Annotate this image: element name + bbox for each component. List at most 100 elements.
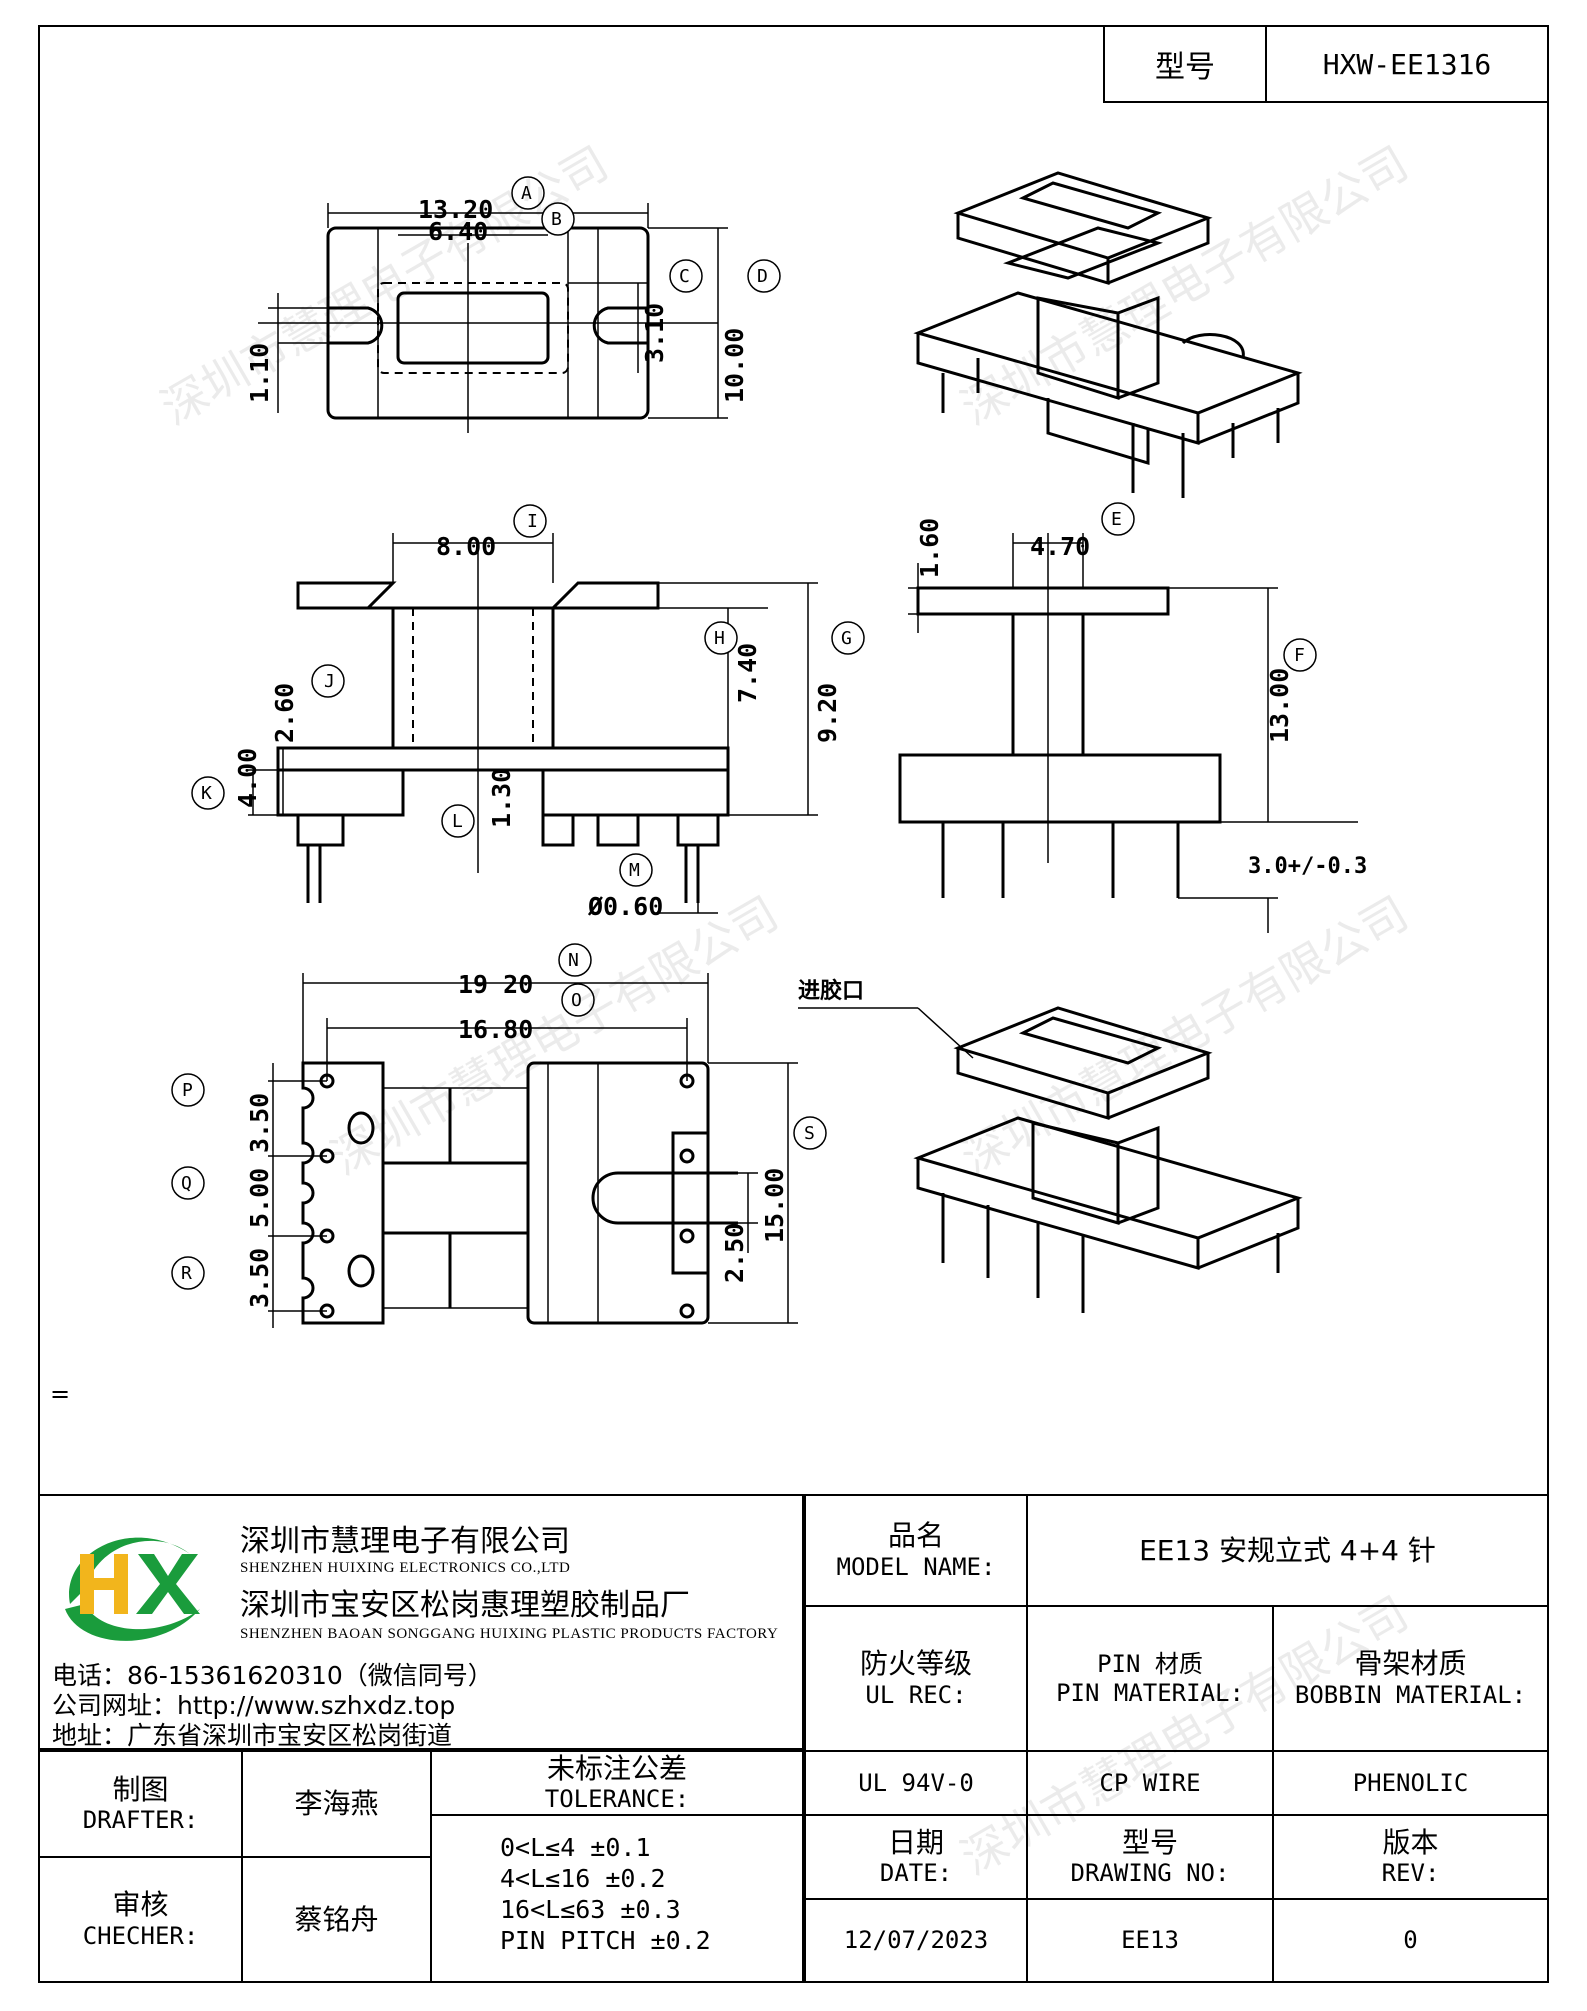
company-name-en: SHENZHEN HUIXING ELECTRONICS CO.,LTD — [240, 1560, 571, 1576]
dim-f-left: 1.60 — [915, 518, 944, 578]
drafter-name: 李海燕 — [241, 1750, 432, 1858]
dim-b: 6.40 — [428, 217, 488, 246]
dim-e-top: 1.10 — [245, 343, 274, 403]
tolerance-line: 16<L≤63 ±0.3 — [500, 1895, 681, 1924]
dim-s: 15.00 — [760, 1168, 789, 1243]
company-website[interactable]: 公司网址：http://www.szhxdz.top — [52, 1691, 456, 1720]
isometric-view-bottom: 进胶口 — [798, 978, 1303, 1313]
technical-drawing: .ol { stroke:#000; stroke-width:3; fill:… — [171, 171, 1367, 1328]
tolerance-line: 4<L≤16 ±0.2 — [500, 1864, 666, 1893]
dim-k: 4.00 — [233, 748, 262, 808]
company-phone: 电话：86-15361620310（微信同号） — [52, 1661, 493, 1690]
dim-l: 1.30 — [487, 768, 516, 828]
circle-label-b: B — [541, 202, 575, 236]
svg-text:I: I — [527, 511, 538, 532]
ul-rec-label: 防火等级 UL REC: — [804, 1605, 1028, 1752]
model-name-label: 品名 MODEL NAME: — [804, 1494, 1028, 1607]
dim-i: 8.00 — [436, 532, 496, 561]
factory-name-cn: 深圳市宝安区松岗惠理塑胶制品厂 — [240, 1588, 690, 1623]
dim-j: 2.60 — [270, 683, 299, 743]
circle-label-i: I — [513, 504, 547, 538]
dim-n: 19 20 — [458, 970, 533, 999]
svg-text:P: P — [182, 1080, 193, 1101]
model-name-value: EE13 安规立式 4+4 针 — [1026, 1494, 1549, 1607]
svg-text:H: H — [714, 628, 725, 649]
side-view: 1.60 4.70 13.00 3.0+/-0.3 E F — [898, 502, 1367, 933]
drafter-label: 制图 DRAFTER: — [38, 1750, 243, 1858]
isometric-view-top — [913, 171, 1303, 498]
dim-a: 13.20 — [418, 195, 493, 224]
bottom-view: 19 20 16.80 3.50 5.00 3.50 15.00 2.50 N … — [171, 943, 827, 1328]
tolerance-line: PIN PITCH ±0.2 — [500, 1926, 711, 1955]
svg-text:L: L — [452, 811, 463, 832]
drawing-no-label: 型号 DRAWING NO: — [1026, 1814, 1274, 1900]
checker-label: 审核 CHECHER: — [38, 1856, 243, 1983]
circle-label-o: O — [561, 983, 595, 1017]
dim-e: 4.70 — [1030, 532, 1090, 561]
tolerance-table: 0<L≤4 ±0.1 4<L≤16 ±0.2 16<L≤63 ±0.3 PIN … — [430, 1814, 804, 1983]
bobbin-material-value: PHENOLIC — [1272, 1750, 1549, 1816]
dim-o: 16.80 — [458, 1015, 533, 1044]
drawing-no-value: EE13 — [1026, 1898, 1274, 1983]
ul-rec-value: UL 94V-0 — [804, 1750, 1028, 1816]
date-value: 12/07/2023 — [804, 1898, 1028, 1983]
svg-text:D: D — [757, 266, 768, 287]
bobbin-material-label: 骨架材质 BOBBIN MATERIAL: — [1272, 1605, 1549, 1752]
svg-text:Q: Q — [181, 1173, 192, 1194]
dim-m: Ø0.60 — [587, 892, 663, 921]
dim-g: 9.20 — [813, 683, 842, 743]
svg-text:O: O — [571, 990, 582, 1011]
circle-label-n: N — [558, 943, 592, 977]
svg-text:N: N — [568, 950, 579, 971]
tolerance-line: 0<L≤4 ±0.1 — [500, 1833, 651, 1862]
svg-text:M: M — [629, 860, 640, 881]
svg-text:B: B — [551, 209, 562, 230]
rev-value: 0 — [1272, 1898, 1549, 1983]
svg-text:E: E — [1111, 509, 1122, 530]
circle-label-m: M — [619, 853, 653, 887]
pin-material-label: PIN 材质 PIN MATERIAL: — [1026, 1605, 1274, 1752]
model-label: 型号 — [1105, 27, 1267, 101]
dim-d: 10.00 — [720, 328, 749, 403]
circle-label-k: K — [191, 776, 225, 810]
company-address: 地址：广东省深圳市宝安区松岗街道 — [52, 1721, 453, 1750]
pin-material-value: CP WIRE — [1026, 1750, 1274, 1816]
dim-f: 13.00 — [1265, 668, 1294, 743]
circle-label-l: L — [441, 804, 475, 838]
dim-c: 3.10 — [640, 303, 669, 363]
circle-label-r: R — [171, 1256, 205, 1290]
svg-text:A: A — [521, 183, 532, 204]
hx-logo — [65, 1537, 200, 1641]
dim-p: 3.50 — [245, 1093, 274, 1153]
svg-text:S: S — [804, 1123, 815, 1144]
model-value: HXW-EE1316 — [1322, 47, 1492, 81]
stray-mark: = — [50, 1380, 71, 1408]
svg-text:G: G — [841, 628, 852, 649]
factory-name-en: SHENZHEN BAOAN SONGGANG HUIXING PLASTIC … — [240, 1626, 779, 1642]
svg-text:C: C — [679, 266, 690, 287]
tolerance-label: 未标注公差 TOLERANCE: — [430, 1750, 804, 1816]
company-name-cn: 深圳市慧理电子有限公司 — [240, 1524, 570, 1559]
checker-name: 蔡铭舟 — [241, 1856, 432, 1983]
circle-label-e: E — [1101, 502, 1135, 536]
dim-pin-length: 3.0+/-0.3 — [1248, 854, 1367, 879]
dim-r: 3.50 — [245, 1248, 274, 1308]
model-number-box: 型号 HXW-EE1316 — [1103, 25, 1549, 103]
rev-label: 版本 REV: — [1272, 1814, 1549, 1900]
circle-label-h: H — [704, 621, 738, 655]
svg-text:F: F — [1294, 645, 1305, 666]
svg-text:J: J — [324, 671, 335, 692]
circle-label-d: D — [747, 259, 781, 293]
svg-text:K: K — [201, 783, 212, 804]
circle-label-c: C — [669, 259, 703, 293]
circle-label-a: A — [511, 176, 545, 210]
dim-t: 2.50 — [720, 1223, 749, 1283]
company-block: 深圳市慧理电子有限公司 SHENZHEN HUIXING ELECTRONICS… — [38, 1494, 804, 1750]
circle-label-g: G — [831, 621, 865, 655]
circle-label-j: J — [311, 664, 345, 698]
svg-text:R: R — [181, 1263, 192, 1284]
gate-label: 进胶口 — [798, 978, 864, 1004]
dim-h: 7.40 — [733, 643, 762, 703]
circle-label-q: Q — [171, 1166, 205, 1200]
circle-label-s: S — [793, 1116, 827, 1150]
